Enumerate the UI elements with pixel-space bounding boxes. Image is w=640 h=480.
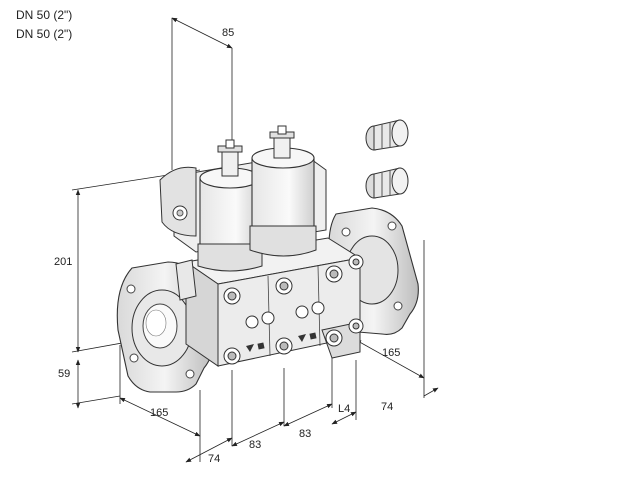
product-size-label-1: DN 50 (2") <box>16 8 73 22</box>
dim-201: 201 <box>54 256 72 268</box>
dim-83-second: 83 <box>299 428 311 440</box>
dim-165-left: 165 <box>150 407 168 419</box>
dimension-lines <box>71 17 439 463</box>
dim-74-right: 74 <box>381 401 393 413</box>
dim-l4: L4 <box>338 403 350 415</box>
cable-gland-upper <box>365 119 409 151</box>
dim-165-right: 165 <box>382 347 400 359</box>
solenoid-coil-left <box>197 139 263 272</box>
dim-85: 85 <box>222 27 234 39</box>
cable-gland-lower <box>365 167 409 199</box>
product-size-label-2: DN 50 (2") <box>16 27 73 41</box>
solenoid-coil-right <box>249 125 317 257</box>
dim-74-left: 74 <box>208 453 220 465</box>
dim-59: 59 <box>58 368 70 380</box>
dim-83-first: 83 <box>249 439 261 451</box>
